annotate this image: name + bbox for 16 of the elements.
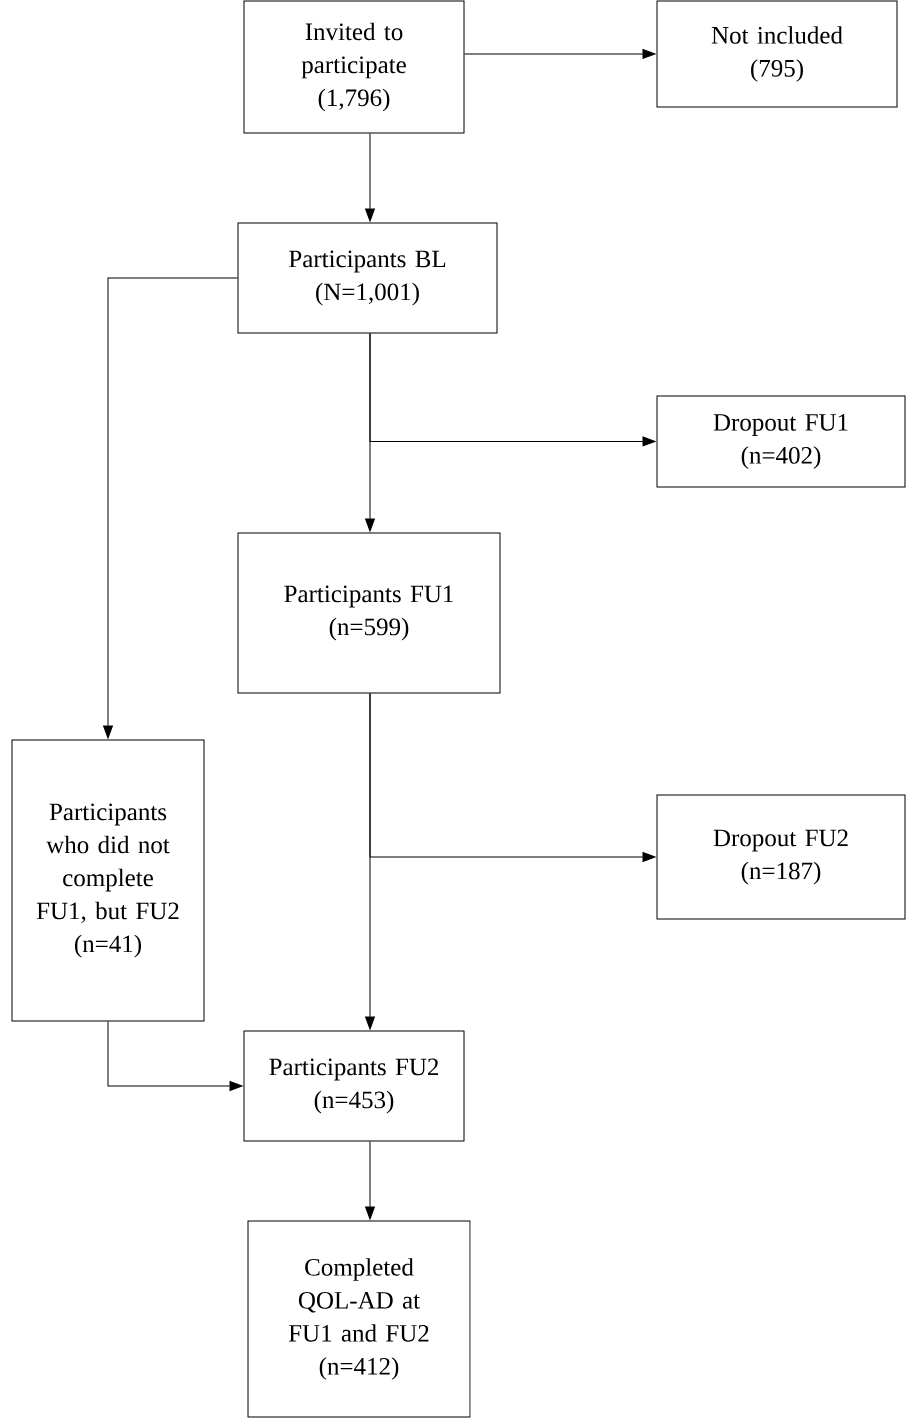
flow-box: Participants BL (N=1,001) <box>237 222 498 334</box>
arrow <box>107 1021 243 1091</box>
arrow <box>365 693 375 1030</box>
flow-box: Dropout FU2 (n=187) <box>656 794 906 920</box>
flow-box: Not included (795) <box>656 0 898 108</box>
arrow <box>103 277 238 739</box>
flow-box: Participants FU1 (n=599) <box>237 532 501 694</box>
flow-box: Completed QOL-AD at FU1 and FU2 (n=412) <box>247 1220 471 1418</box>
arrow <box>464 49 656 59</box>
arrow <box>365 133 375 222</box>
flow-box: Participants FU2 (n=453) <box>243 1030 465 1142</box>
arrow <box>365 333 375 532</box>
flow-box: Dropout FU1 (n=402) <box>656 395 906 488</box>
arrow <box>365 1141 375 1220</box>
flow-box: Participants who did not complete FU1, but FU2 (n=41) <box>11 739 205 1022</box>
flow-box: Invited to participate (1,796) <box>243 0 465 134</box>
